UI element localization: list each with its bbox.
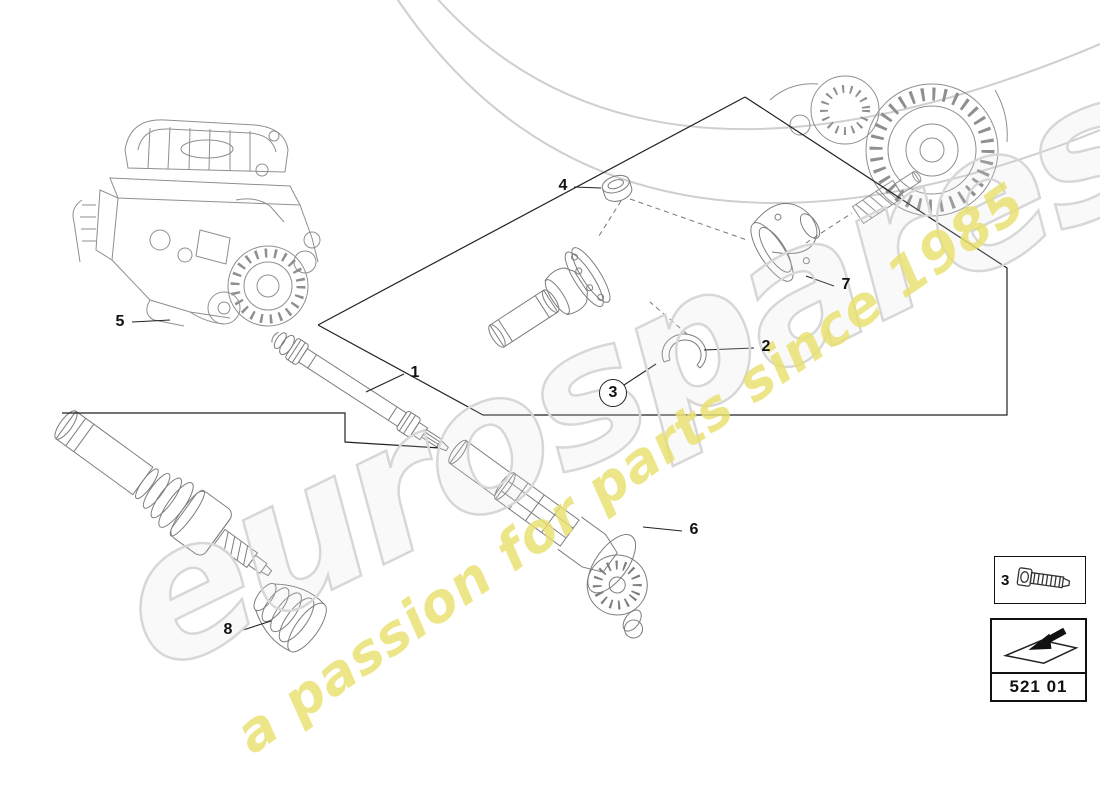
clip-sketch [661, 333, 707, 369]
cv-boot-sketch [253, 582, 327, 653]
boot-flange-sketch [750, 203, 821, 282]
callout-5-engine[interactable]: 5 [115, 313, 125, 330]
bolt-icon [1017, 567, 1071, 589]
callout-6-final-drive[interactable]: 6 [689, 521, 699, 538]
axle-shaft-sketch [54, 410, 273, 577]
frame-lines [62, 96, 1008, 449]
callout-4-cap[interactable]: 4 [558, 177, 568, 194]
part-code-divider [992, 672, 1085, 674]
view-direction-arrow-icon [1002, 627, 1079, 664]
callout-2-clip[interactable]: 2 [761, 338, 771, 355]
part-code-box[interactable]: 521 01 [990, 618, 1087, 702]
cap-sketch [601, 174, 633, 202]
driveshaft-joint-sketch [488, 247, 611, 348]
front-differential-sketch [448, 439, 648, 639]
hardware-legend-box[interactable]: 3 [994, 556, 1086, 604]
assembly-dashed-lines [596, 198, 853, 335]
callout-7-boot-flange[interactable]: 7 [841, 276, 851, 293]
propshaft-sketch [271, 331, 449, 452]
hardware-callout-label: 3 [1001, 571, 1010, 589]
callout-8-cv-boot[interactable]: 8 [223, 621, 233, 638]
part-code: 521 01 [1009, 677, 1068, 696]
callout-3-bolt[interactable]: 3 [599, 379, 627, 407]
gearbox-sketch [769, 75, 1008, 225]
callout-1-propshaft[interactable]: 1 [410, 364, 420, 381]
callout-leader-lines [131, 186, 835, 632]
engine-sketch [72, 119, 321, 327]
